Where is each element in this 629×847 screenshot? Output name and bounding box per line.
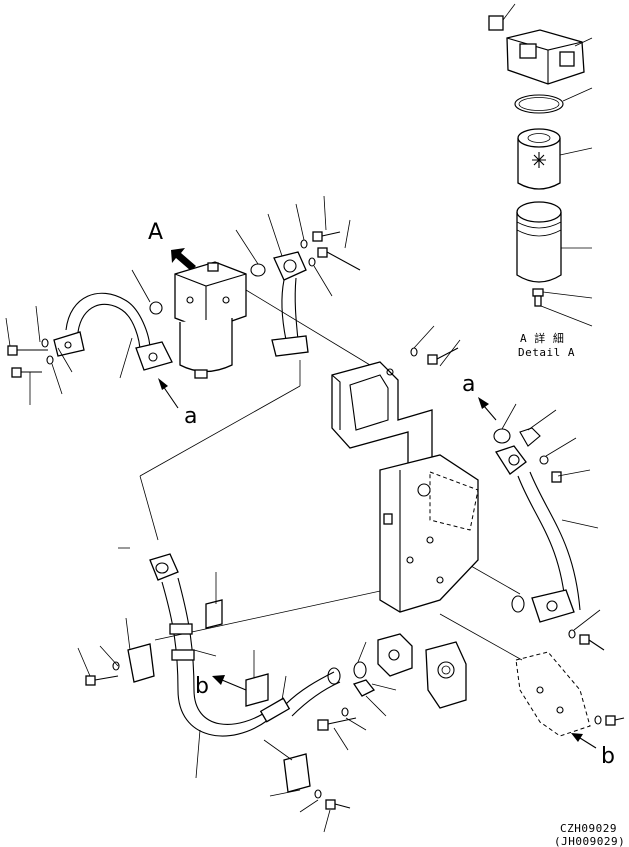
ref-label-a-right: a (462, 372, 476, 397)
detail-a-group (488, 3, 593, 327)
flange-block (377, 633, 467, 709)
drawing-code-alt: (JH009029) (554, 835, 626, 847)
ref-arrow-a-right (478, 397, 497, 421)
connection-leaders (139, 289, 523, 661)
ref-arrow-b-right (571, 733, 597, 749)
view-label-a: A (148, 220, 164, 245)
detail-a-caption-en: Detail A (518, 346, 575, 359)
right-lower-bracket (515, 651, 625, 737)
filter-case (516, 201, 592, 283)
left-tube-assembly (53, 269, 173, 379)
o-ring (514, 87, 593, 114)
left-bolts-washers (5, 305, 73, 405)
filter-head (506, 29, 593, 85)
lower-hose-assembly (118, 547, 376, 737)
center-tube-assembly (267, 195, 361, 357)
drain-plug (532, 288, 593, 327)
ref-arrow-a-left (158, 378, 179, 409)
lower-clamps (77, 572, 397, 833)
ref-label-b-right: b (601, 744, 615, 769)
ref-arrow-b-left (212, 675, 247, 691)
filter-element (517, 128, 593, 190)
valve-plate (379, 454, 479, 613)
line-filter-assembly (174, 229, 266, 379)
view-arrow-a (171, 248, 196, 271)
filter-head-bolt (488, 3, 516, 31)
ref-label-a-left: a (184, 404, 198, 429)
drawing-code: CZH09029 (560, 822, 617, 835)
detail-a-caption-jp: A 詳 細 (520, 332, 565, 345)
right-hose-assembly (493, 403, 605, 651)
ref-label-b-left: b (195, 674, 209, 699)
